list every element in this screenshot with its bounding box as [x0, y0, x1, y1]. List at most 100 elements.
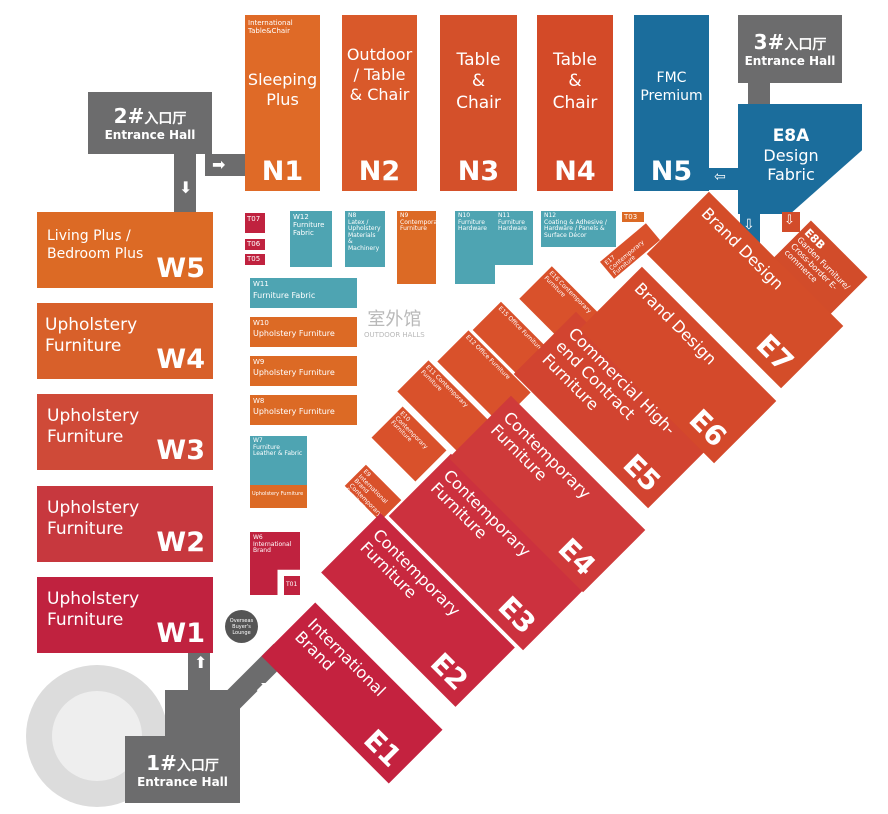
hall-w4-label: Upholstery Furniture: [45, 315, 138, 357]
entrance-3-number: 3#: [753, 30, 785, 54]
hall-n1-top-label: International Table&Chair: [248, 19, 293, 35]
entrance-3-en: Entrance Hall: [744, 54, 836, 68]
hall-n1-label: Sleeping Plus: [247, 70, 318, 109]
entrance-2-corridor-down: [174, 150, 196, 212]
entrance-hall-1[interactable]: 1#入口厅 Entrance Hall: [125, 736, 240, 803]
hall-n1-id: N1: [261, 156, 304, 187]
hall-n5[interactable]: FMC Premium N5: [634, 15, 709, 191]
hall-w3-id: W3: [156, 435, 205, 466]
n5-e8a-connector: [708, 168, 740, 190]
outdoor-halls-cn: 室外馆: [367, 309, 422, 330]
hall-n1[interactable]: International Table&Chair Sleeping Plus …: [245, 15, 320, 191]
hall-n4-label: Table & Chair: [552, 50, 598, 113]
hall-w10-id: W10: [253, 319, 269, 327]
entrance-3-cn: 入口厅: [784, 37, 827, 53]
hall-w3[interactable]: Upholstery Furniture W3: [37, 394, 213, 470]
hall-w5[interactable]: Living Plus / Bedroom Plus W5: [37, 212, 213, 288]
hall-n3-label: Table & Chair: [456, 50, 501, 113]
entrance-hall-2[interactable]: 2#入口厅 Entrance Hall: [88, 92, 212, 154]
outdoor-halls-en: OUTDOOR HALLS: [364, 331, 425, 339]
hall-n2-id: N2: [358, 156, 401, 187]
hall-n4[interactable]: Table & Chair N4: [537, 15, 613, 191]
entrance-1-corridor: [188, 650, 210, 695]
hall-n11-id: N11: [498, 212, 511, 219]
hall-w9-label: Upholstery Furniture: [253, 368, 335, 378]
hall-w8-label: Upholstery Furniture: [253, 407, 335, 417]
hall-w1-label: Upholstery Furniture: [47, 589, 140, 631]
hall-w11-label: Furniture Fabric: [253, 291, 316, 301]
outdoor-halls-label: 室外馆 OUTDOOR HALLS: [364, 305, 425, 339]
hall-t01[interactable]: T01: [284, 576, 300, 595]
hall-w7-label2: Upholstery Furniture: [250, 485, 307, 508]
hall-w11-id: W11: [253, 280, 269, 288]
hall-w4-id: W4: [156, 344, 205, 375]
hall-t06-label: T06: [247, 240, 261, 248]
hall-n10-id: N10: [458, 212, 471, 219]
hall-w2-label: Upholstery Furniture: [47, 498, 140, 540]
hall-n9-id: N9: [400, 212, 409, 219]
hall-e9-label: International Brand Contemporary Furnitu…: [343, 472, 390, 518]
hall-t03[interactable]: T03: [622, 212, 644, 222]
arrow-right-icon: ➡: [212, 155, 226, 174]
hall-e8a-id: E8A: [772, 126, 810, 146]
hall-e8a-label1: Design: [763, 146, 819, 165]
hall-n8-label: Latex / Upholstery Materials & Machinery: [348, 218, 381, 252]
hall-w6-label: International Brand: [253, 540, 292, 555]
hall-n2[interactable]: Outdoor / Table & Chair N2: [342, 15, 417, 191]
hall-w3-label: Upholstery Furniture: [47, 406, 140, 448]
hall-t06[interactable]: T06: [245, 239, 265, 250]
hall-n11-label: Furniture Hardware: [498, 218, 527, 233]
entrance-hall-3[interactable]: 3#入口厅 Entrance Hall: [738, 15, 842, 83]
hall-t07[interactable]: T07: [245, 213, 265, 233]
hall-n4-id: N4: [554, 156, 596, 187]
hall-w7-label: Furniture Leather & Fabric: [253, 443, 303, 458]
hall-e15-label: Office Furniture: [506, 314, 544, 353]
hall-t05-label: T05: [247, 255, 261, 263]
hall-w2[interactable]: Upholstery Furniture W2: [37, 486, 213, 562]
hall-n8-id: N8: [348, 212, 357, 219]
hall-n3-id: N3: [457, 156, 500, 187]
hall-w2-id: W2: [156, 527, 205, 558]
e8b-corridor: [782, 212, 800, 232]
hall-w1[interactable]: Upholstery Furniture W1: [37, 577, 213, 653]
hall-w5-label: Living Plus / Bedroom Plus: [47, 228, 144, 262]
arrow-down-icon: ⇩: [743, 217, 755, 233]
hall-w12-id: W12: [293, 213, 309, 221]
entrance-2-number: 2#: [113, 104, 145, 128]
hall-n5-id: N5: [650, 156, 693, 187]
hall-w4[interactable]: Upholstery Furniture W4: [37, 303, 213, 379]
overseas-buyers-lounge[interactable]: Overseas Buyer's Lounge: [225, 610, 258, 643]
hall-n12-id: N12: [544, 212, 557, 219]
lounge-label: Overseas Buyer's Lounge: [229, 617, 254, 636]
hall-w5-id: W5: [156, 253, 205, 284]
hall-w10-label: Upholstery Furniture: [253, 329, 335, 339]
hall-n3[interactable]: Table & Chair N3: [440, 15, 517, 191]
arrow-down-icon: ⬇: [179, 178, 193, 197]
hall-n12-label: Coating & Adhesive / Hardware / Panels &…: [544, 218, 607, 239]
arrow-down-icon: ⇩: [784, 213, 795, 228]
hall-t07-label: T07: [247, 215, 261, 223]
entrance-1-en: Entrance Hall: [137, 774, 228, 789]
hall-e8a-label2: Fabric: [767, 165, 815, 185]
hall-e7-id: E7: [749, 327, 801, 379]
hall-t05[interactable]: T05: [245, 254, 265, 265]
hall-w1-id: W1: [156, 618, 205, 649]
entrance-1-upper: [165, 690, 240, 740]
hall-w8-id: W8: [253, 397, 265, 405]
entrance-3-corridor: [748, 83, 770, 105]
entrance-2-en: Entrance Hall: [104, 128, 196, 142]
hall-e16-label: Contemporary Furniture: [542, 274, 593, 315]
hall-n5-label: FMC Premium: [640, 70, 703, 104]
hall-e8a[interactable]: E8A Design Fabric: [738, 104, 862, 214]
